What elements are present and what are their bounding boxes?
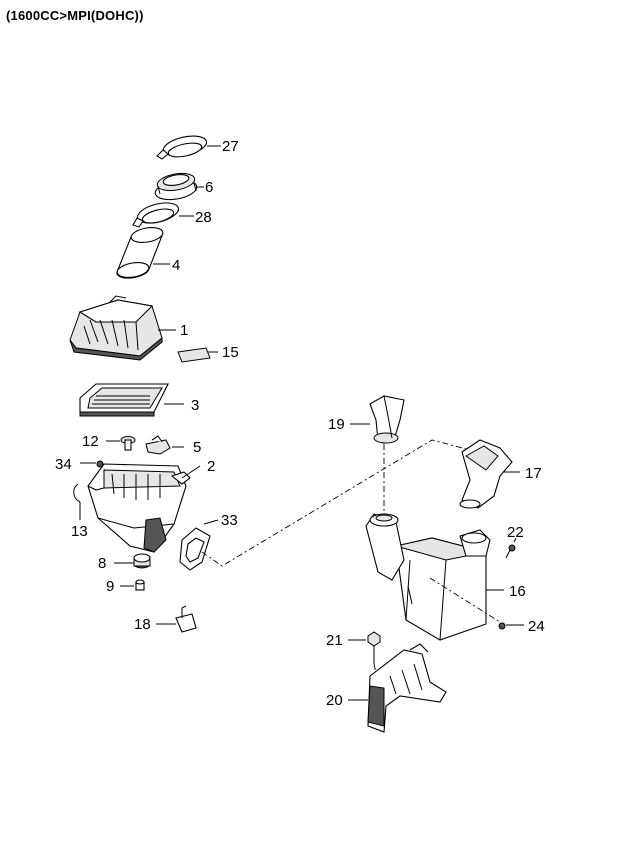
callout-33: 33 [221, 512, 238, 529]
part-18-mount-bracket[interactable] [175, 605, 197, 633]
callout-17: 17 [525, 465, 542, 482]
part-1-cleaner-cover[interactable] [69, 295, 163, 361]
callout-3: 3 [191, 397, 199, 414]
callout-9: 9 [106, 578, 114, 595]
callout-5: 5 [193, 439, 201, 456]
callout-4: 4 [172, 257, 180, 274]
part-27-clamp[interactable] [156, 133, 208, 160]
part-17-duct[interactable] [459, 439, 513, 509]
callout-28: 28 [195, 209, 212, 226]
diagram-title: (1600CC>MPI(DOHC)) [6, 8, 144, 23]
callout-34: 34 [55, 456, 72, 473]
callout-12: 12 [82, 433, 99, 450]
callout-8: 8 [98, 555, 106, 572]
part-22-bolt[interactable] [505, 544, 516, 559]
callout-2: 2 [207, 458, 215, 475]
callout-16: 16 [509, 583, 526, 600]
callout-22: 22 [507, 524, 524, 541]
callout-24: 24 [528, 618, 545, 635]
callout-19: 19 [328, 416, 345, 433]
part-21-bolt[interactable] [367, 631, 381, 664]
part-20-bracket[interactable] [367, 643, 447, 733]
part-28-clamp[interactable] [132, 199, 181, 228]
part-3-filter[interactable] [79, 383, 169, 417]
part-34-clip[interactable] [96, 460, 104, 468]
part-12-bolt[interactable] [120, 436, 136, 451]
part-4-intake-hose[interactable] [116, 225, 164, 279]
part-33-gasket[interactable] [179, 527, 211, 571]
part-15-label[interactable] [177, 347, 211, 363]
callout-18: 18 [134, 616, 151, 633]
callout-27: 27 [222, 138, 239, 155]
part-6-hose-connector[interactable] [154, 171, 198, 203]
part-8-grommet[interactable] [133, 553, 151, 569]
callout-20: 20 [326, 692, 343, 709]
part-13-hook[interactable] [73, 483, 81, 503]
part-9-bushing[interactable] [135, 579, 145, 591]
callout-21: 21 [326, 632, 343, 649]
part-2-cleaner-body[interactable] [87, 463, 191, 553]
callout-1: 1 [180, 322, 188, 339]
part-19-elbow-duct[interactable] [369, 395, 405, 444]
callout-6: 6 [205, 179, 213, 196]
callout-15: 15 [222, 344, 239, 361]
part-24-nut[interactable] [498, 622, 506, 630]
part-5-bracket[interactable] [145, 435, 171, 455]
callout-13: 13 [71, 523, 88, 540]
part-16-resonator[interactable] [365, 513, 491, 641]
